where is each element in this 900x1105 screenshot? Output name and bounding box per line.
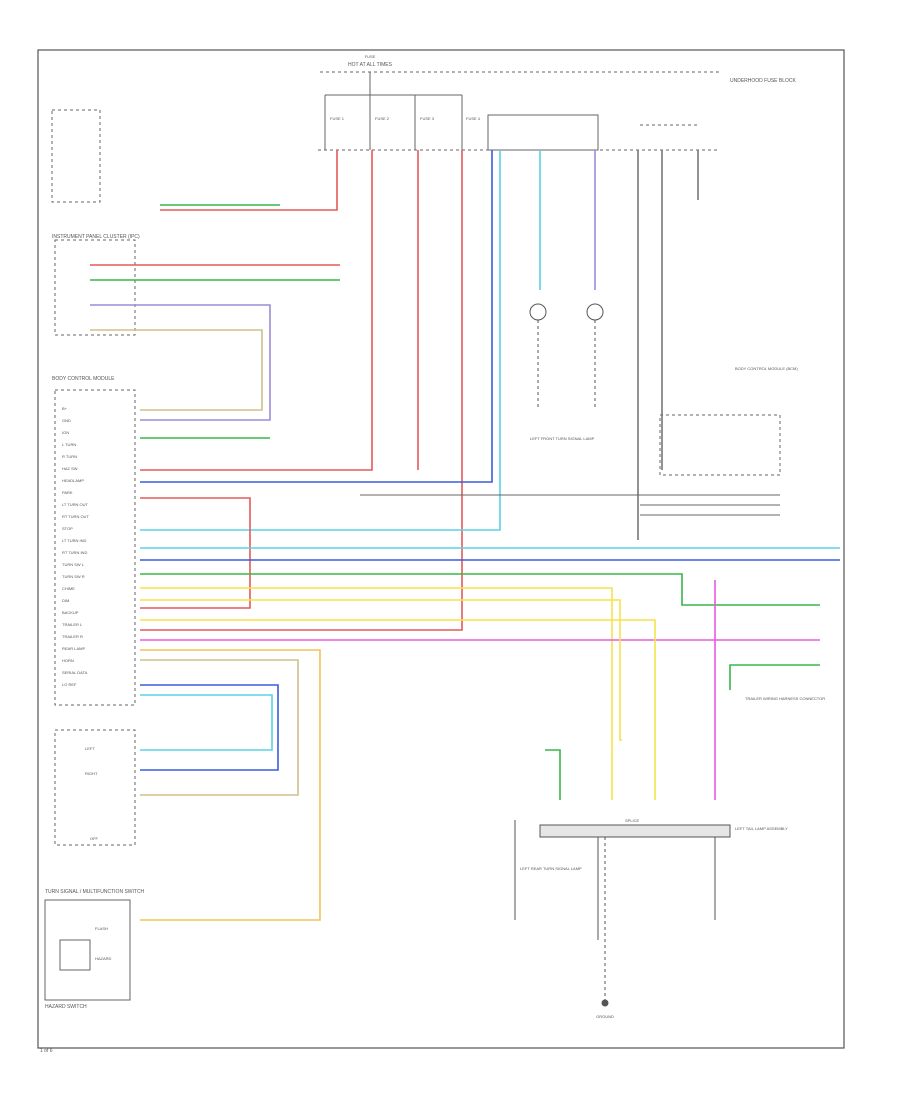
pin-label: HAZ SW (62, 466, 78, 471)
pin-label: BACKUP (62, 610, 79, 615)
pin-label: IGN (62, 430, 69, 435)
pin-label: DIM (62, 598, 69, 603)
underhood-fuse-block-label: UNDERHOOD FUSE BLOCK (730, 78, 797, 84)
pin-label: STOP (62, 526, 73, 531)
footer-code: 1 of 6 (40, 1048, 53, 1054)
hazard-label: HAZARD SWITCH (45, 1004, 87, 1010)
pin-label: HORN (62, 658, 74, 663)
top-bus (318, 71, 720, 151)
splice-area (514, 820, 731, 1007)
pin-label: REAR LAMP (62, 646, 85, 651)
top-feed-wires (140, 150, 699, 631)
pin-label: GND (62, 418, 71, 423)
pin-label: TRAILER L (62, 622, 83, 627)
left-modules (44, 109, 136, 1001)
pin-label: PARK (62, 490, 73, 495)
pin-label: TURN SW L (62, 562, 85, 567)
pin-label: LT TURN IND (62, 538, 87, 543)
flash-label: FLASH (95, 926, 108, 931)
trailer-label: TRAILER WIRING HARNESS CONNECTOR (745, 696, 825, 701)
splice-bar (539, 824, 731, 838)
pin-labels: B+ GND IGN L TURN R TURN HAZ SW HEADLAMP PARK LT… (62, 406, 89, 687)
pin-label: LO REF (62, 682, 77, 687)
pin-label: CHIME (62, 586, 75, 591)
fuse-1-label: FUSE 1 (330, 116, 345, 121)
pin-label: LT TURN OUT (62, 502, 89, 507)
right-lamp-icon (586, 303, 604, 321)
bcm-right-label: BODY CONTROL MODULE (BCM) (735, 366, 798, 371)
fuse-3-label: FUSE 3 (420, 116, 435, 121)
pin-label: RT TURN IND (62, 550, 87, 555)
pin-label: RT TURN OUT (62, 514, 89, 519)
splice-label: SPLICE (625, 818, 640, 823)
pin-label: B+ (62, 406, 68, 411)
left-turn-label: LEFT (85, 746, 95, 751)
right-connector (360, 414, 781, 516)
diagram-frame (37, 49, 845, 1049)
fuse-2-label: FUSE 2 (375, 116, 390, 121)
fuse-top-label: FUSE (365, 54, 376, 59)
module-block-label: BODY CONTROL MODULE (52, 376, 115, 382)
turn-signal-label: TURN SIGNAL / MULTIFUNCTION SWITCH (45, 889, 145, 895)
lamp-assembly-label: LEFT TAIL LAMP ASSEMBLY (735, 826, 788, 831)
rear-lamp-label: LEFT REAR TURN SIGNAL LAMP (520, 866, 582, 871)
pin-label: R TURN (62, 454, 77, 459)
turn-off-label: OFF (90, 836, 99, 841)
pin-label: TURN SW R (62, 574, 85, 579)
module-wires (90, 204, 840, 921)
pin-label: HEADLAMP (62, 478, 84, 483)
ground-label: GROUND (596, 1014, 614, 1019)
hot-at-all-times-label: HOT AT ALL TIMES (348, 62, 393, 68)
pin-label: TRAILER R (62, 634, 83, 639)
ipc-label: INSTRUMENT PANEL CLUSTER (IPC) (52, 234, 140, 240)
ground-icon (601, 999, 609, 1007)
hazard-sub-label: HAZARD (95, 956, 112, 961)
pin-label: L TURN (62, 442, 76, 447)
right-turn-label: RIGHT (85, 771, 98, 776)
fuse-4-label: FUSE 4 (466, 116, 481, 121)
left-lamp-icon (529, 303, 547, 321)
front-lamps (529, 303, 604, 410)
front-lamp-label: LEFT FRONT TURN SIGNAL LAMP (530, 436, 595, 441)
pin-label: SERIAL DATA (62, 670, 88, 675)
